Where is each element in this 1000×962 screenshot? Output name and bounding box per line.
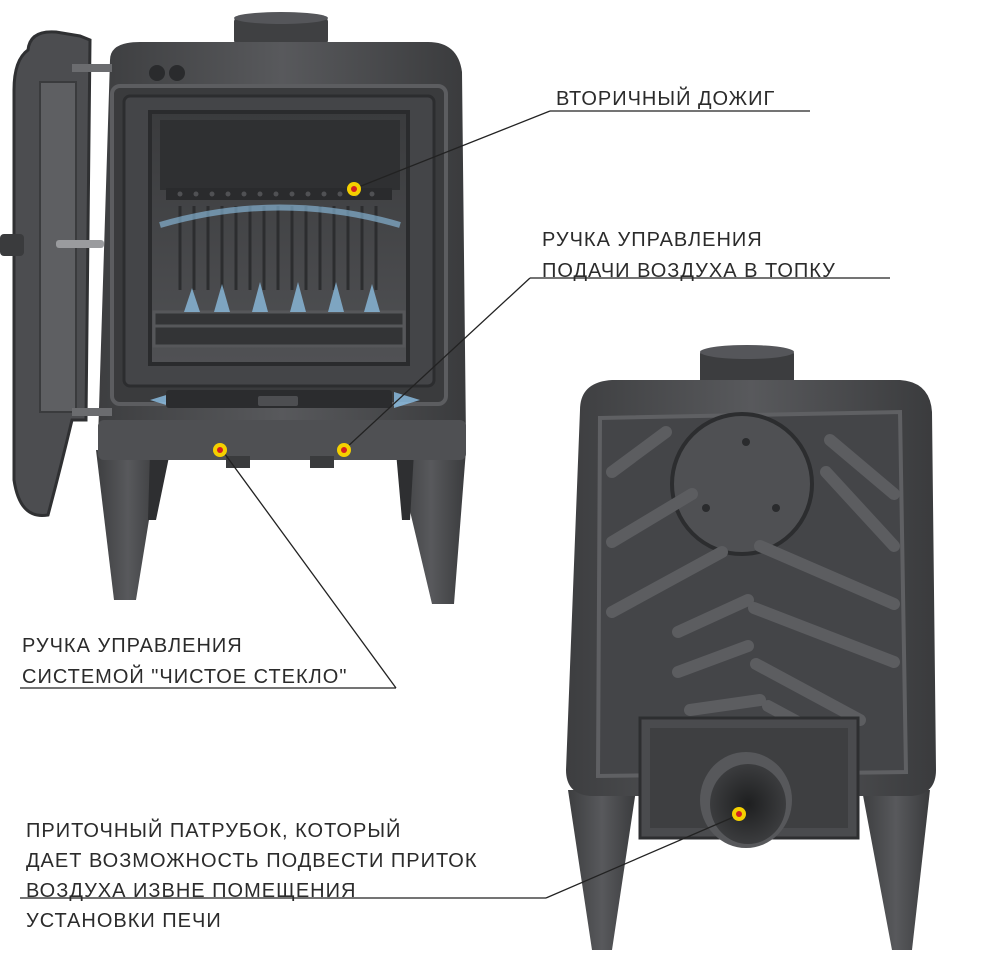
label-line: РУЧКА УПРАВЛЕНИЯ	[22, 635, 243, 657]
label-line: ПОДАЧИ ВОЗДУХА В ТОПКУ	[542, 260, 836, 282]
label-line: СИСТЕМОЙ "ЧИСТОЕ СТЕКЛО"	[22, 666, 348, 688]
leader-lines	[20, 110, 890, 899]
label-line: ВОЗДУХА ИЗВНЕ ПОМЕЩЕНИЯ	[26, 880, 357, 902]
marker-clean-glass	[213, 443, 227, 457]
label-secondary-burn: ВТОРИЧНЫЙ ДОЖИГ	[556, 84, 775, 115]
label-air-control: РУЧКА УПРАВЛЕНИЯ ПОДАЧИ ВОЗДУХА В ТОПКУ	[542, 225, 836, 287]
marker-inlet-pipe	[732, 807, 746, 821]
label-clean-glass: РУЧКА УПРАВЛЕНИЯ СИСТЕМОЙ "ЧИСТОЕ СТЕКЛО…	[22, 631, 347, 693]
marker-air-control	[337, 443, 351, 457]
label-line: РУЧКА УПРАВЛЕНИЯ	[542, 229, 763, 251]
label-line: ДАЕТ ВОЗМОЖНОСТЬ ПОДВЕСТИ ПРИТОК	[26, 850, 478, 872]
rear-stove	[566, 345, 936, 950]
label-line: ВТОРИЧНЫЙ ДОЖИГ	[556, 88, 776, 110]
front-stove	[0, 12, 466, 604]
label-line: УСТАНОВКИ ПЕЧИ	[26, 910, 222, 932]
marker-secondary-burn	[347, 182, 361, 196]
label-inlet-pipe: ПРИТОЧНЫЙ ПАТРУБОК, КОТОРЫЙ ДАЕТ ВОЗМОЖН…	[26, 816, 478, 936]
label-line: ПРИТОЧНЫЙ ПАТРУБОК, КОТОРЫЙ	[26, 820, 402, 842]
